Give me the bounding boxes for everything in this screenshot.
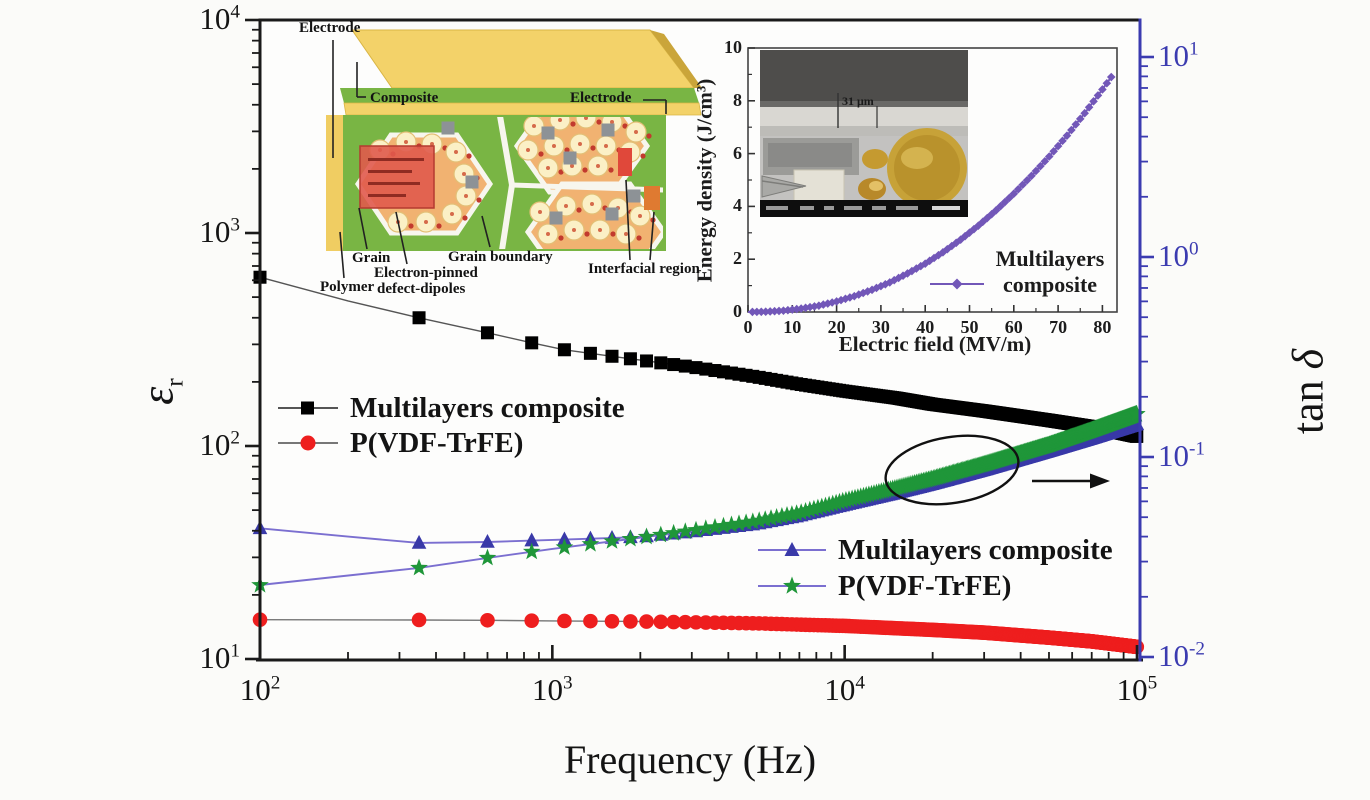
legend-item: P(VDF-TrFE) (756, 570, 1113, 602)
legend-item: Multilayers composite (276, 392, 625, 424)
x-axis-tick-label: 102 (239, 672, 281, 707)
inset-y-tick-label: 0 (733, 301, 742, 321)
schematic-label-grain-boundary: Grain boundary (448, 249, 553, 265)
delta-symbol: δ (1283, 348, 1333, 370)
epsilon-subscript: r (160, 378, 189, 387)
left-axis-tick-label: 104 (199, 1, 240, 36)
inset-x-tick-label: 20 (827, 317, 846, 337)
inset-y-tick-label: 10 (724, 37, 742, 57)
inset-x-tick-label: 40 (916, 317, 935, 337)
series-eps-pvdf (252, 612, 1145, 655)
schematic-label-electrode-right: Electrode (570, 90, 632, 106)
schematic-label-interfacial-region: Interfacial region (588, 261, 700, 277)
tan-word: tan (1283, 380, 1333, 435)
legend-marker-triangle-icon (758, 542, 826, 556)
inset-x-tick-label: 50 (960, 317, 979, 337)
legend-permittivity: Multilayers composite P(VDF-TrFE) (276, 392, 625, 459)
legend-marker-circle-icon (278, 435, 338, 451)
legend-label: P(VDF-TrFE) (838, 569, 1012, 602)
legend-marker-square-icon (278, 401, 338, 415)
inset-legend-marker-diamond-icon (930, 278, 984, 290)
inset-x-tick-label: 10 (783, 317, 802, 337)
left-axis-title: εr (130, 350, 189, 434)
highlight-ellipse (884, 434, 1020, 506)
inset-x-tick-label: 60 (1004, 317, 1023, 337)
inset-y-tick-label: 8 (733, 89, 742, 110)
inset-x-tick-label: 30 (871, 317, 890, 337)
epsilon-symbol: ε (131, 386, 183, 405)
right-axis-tick-label: 100 (1158, 238, 1199, 273)
left-axis-tick-label: 102 (199, 427, 240, 462)
schematic-label-electrode-top: Electrode (299, 20, 361, 36)
inset-x-tick-label: 70 (1049, 317, 1068, 337)
schematic-label-defect-dipoles: defect-dipoles (377, 281, 466, 297)
inset-x-tick-label: 80 (1093, 317, 1112, 337)
schematic-label-composite: Composite (370, 90, 439, 106)
legend-label: Multilayers composite (838, 533, 1113, 566)
legend-label: Multilayers composite (350, 391, 625, 424)
series-tand-pvdf (251, 404, 1146, 593)
inset-x-axis-title: Electric field (MV/m) (838, 332, 1032, 356)
inset-y-tick-label: 4 (733, 195, 742, 216)
right-axis-arrowhead (1090, 473, 1110, 489)
right-axis-title: tan δ (1283, 332, 1334, 452)
right-axis-tick-label: 10-2 (1158, 638, 1205, 673)
inset-legend-label: Multilayers composite (995, 246, 1105, 297)
composite-schematic (326, 29, 702, 279)
inset-series-multilayer (747, 72, 1116, 317)
schematic-label-polymer: Polymer (320, 279, 375, 295)
legend-item: Multilayers composite (756, 534, 1113, 566)
x-axis-tick-label: 104 (824, 672, 865, 707)
legend-marker-star-icon (758, 576, 826, 594)
inset-energy-chart (747, 47, 1118, 317)
sem-image (760, 50, 968, 217)
legend-item: P(VDF-TrFE) (276, 427, 625, 459)
right-axis-tick-label: 101 (1158, 38, 1199, 73)
sem-scale-annotation: 31 μm (842, 94, 874, 108)
inset-y-tick-label: 2 (733, 248, 742, 269)
left-axis-tick-label: 101 (199, 640, 240, 675)
x-axis-tick-label: 103 (532, 672, 573, 707)
inset-y-tick-label: 6 (733, 142, 742, 163)
left-axis-tick-label: 103 (199, 214, 240, 249)
right-axis-tick-label: 10-1 (1158, 438, 1205, 473)
inset-x-tick-label: 0 (743, 317, 753, 337)
legend-label: P(VDF-TrFE) (350, 426, 524, 459)
x-axis-title: Frequency (Hz) (563, 737, 817, 782)
x-axis-tick-label: 105 (1116, 672, 1158, 707)
legend-tandelta: Multilayers composite P(VDF-TrFE) (756, 534, 1113, 602)
schematic-label-grain: Grain (352, 250, 391, 266)
schematic-label-electron-pinned: Electron-pinned (374, 265, 478, 281)
